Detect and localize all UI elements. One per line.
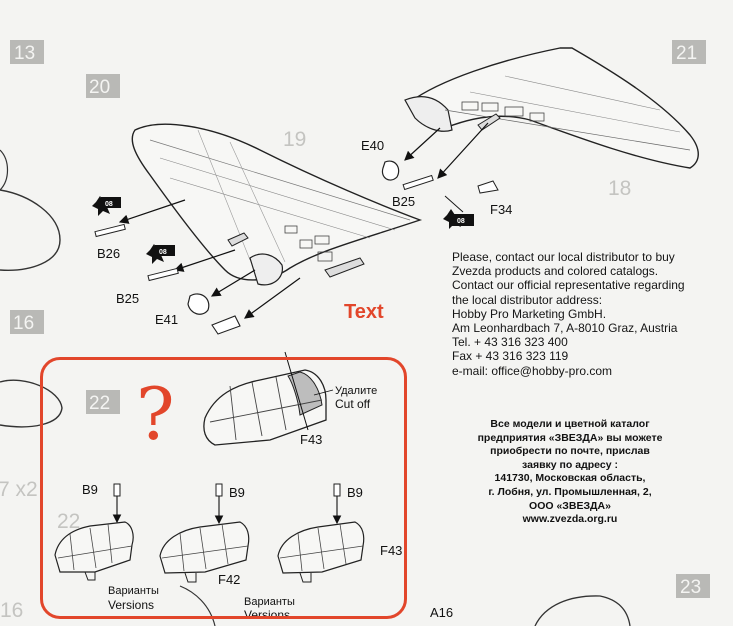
part-label-b26: B26	[97, 246, 120, 261]
part-label-f34: F34	[490, 202, 512, 217]
svg-text:22: 22	[89, 393, 110, 414]
step-22-badge: 22	[86, 390, 120, 414]
part-label-b25: B25	[116, 291, 139, 306]
lower-wing-drawing	[131, 123, 423, 286]
info-tel: Tel. + 43 316 323 400	[452, 335, 568, 350]
ru-line-7: ООО «ЗВЕЗДА»	[529, 499, 611, 512]
part-b25-top-shape	[402, 174, 434, 191]
decal-08-badge-mid: 08	[146, 244, 175, 264]
ru-line-2: предприятия «ЗВЕЗДА» вы можете	[477, 431, 663, 444]
svg-text:16: 16	[13, 313, 34, 334]
partial-part-bottom-right	[534, 595, 631, 626]
russian-order-info: Все модели и цветной каталог предприятия…	[445, 418, 695, 527]
part-label-b9-b: B9	[229, 485, 245, 500]
svg-text:13: 13	[14, 43, 35, 64]
ghost-label-22: 22	[57, 510, 80, 533]
variants-label-en-1: Versions	[108, 598, 154, 612]
variants-label-ru-2: Варианты	[244, 596, 295, 608]
part-exhaust-shape	[211, 315, 241, 335]
info-company: Hobby Pro Marketing GmbH.	[452, 306, 607, 321]
svg-text:21: 21	[676, 43, 697, 64]
ghost-label-19: 19	[283, 128, 306, 151]
annotation-highlight-box	[40, 357, 407, 619]
part-b26-shape	[94, 223, 126, 238]
part-e40-shape	[381, 160, 400, 181]
ru-line-4: заявку по адресу :	[522, 458, 618, 471]
info-email[interactable]: e-mail: office@hobby-pro.com	[452, 363, 613, 378]
part-label-b9-a: B9	[82, 482, 98, 497]
ghost-label-16: 16	[0, 599, 23, 622]
part-label-f43-top: F43	[300, 432, 322, 447]
variants-label-ru-1: Варианты	[108, 585, 159, 597]
info-fax: Fax + 43 316 323 119	[452, 349, 569, 364]
part-f34-shape	[477, 180, 499, 194]
part-label-e41: E41	[155, 312, 178, 327]
canopy-variant-3	[277, 521, 365, 583]
info-line-1: Please, contact our local distributor to…	[452, 250, 675, 279]
cutoff-label-en: Cut off	[335, 397, 371, 411]
info-address: Am Leonhardbach 7, A-8010 Graz, Austria	[452, 321, 678, 336]
canopy-f43-top-drawing	[203, 351, 327, 446]
step-13-badge: 13	[10, 40, 44, 64]
canopy-variant-2	[159, 521, 250, 583]
svg-text:08: 08	[457, 218, 465, 225]
ru-website[interactable]: www.zvezda.org.ru	[522, 513, 618, 526]
partial-part-left-top	[0, 189, 61, 271]
distributor-info: Please, contact our local distributor to…	[452, 250, 692, 378]
part-label-a16: A16	[430, 605, 453, 620]
part-label-e40: E40	[361, 138, 384, 153]
part-label-b25-top: B25	[392, 194, 415, 209]
info-line-2: Contact our official representative rega…	[452, 278, 685, 307]
upper-wing-drawing	[404, 47, 699, 169]
ghost-label-x2: 7 x2	[0, 478, 38, 501]
step-21-badge: 21	[672, 40, 706, 64]
ru-line-5: 141730, Московская область,	[494, 472, 646, 485]
part-label-f43-bottom: F43	[380, 543, 402, 558]
decal-08-badge-left: 08	[92, 196, 121, 216]
part-label-f42: F42	[218, 572, 240, 587]
step-20-badge: 20	[86, 74, 120, 98]
annotation-text-label: Text	[344, 301, 384, 323]
ru-line-1: Все модели и цветной каталог	[490, 418, 650, 430]
svg-text:23: 23	[680, 577, 701, 598]
ghost-label-18: 18	[608, 177, 631, 200]
part-label-b9-c: B9	[347, 485, 363, 500]
step-23-badge: 23	[676, 574, 710, 598]
decal-08-badge-top: 08	[443, 209, 474, 229]
annotation-question-mark: ?	[136, 372, 175, 456]
cutoff-label-ru: Удалите	[335, 385, 377, 397]
ru-line-6: г. Лобня, ул. Промышленная, 2,	[488, 485, 652, 498]
svg-text:08: 08	[105, 201, 113, 208]
ru-line-3: приобрести по почте, прислав	[490, 445, 650, 458]
step-16-badge: 16	[10, 310, 44, 334]
svg-text:20: 20	[89, 77, 110, 98]
part-b25-shape	[147, 267, 179, 282]
canopy-variant-1	[54, 521, 134, 581]
part-e41-shape	[187, 293, 210, 315]
svg-text:08: 08	[159, 249, 167, 256]
partial-part-left-mid	[0, 379, 63, 428]
